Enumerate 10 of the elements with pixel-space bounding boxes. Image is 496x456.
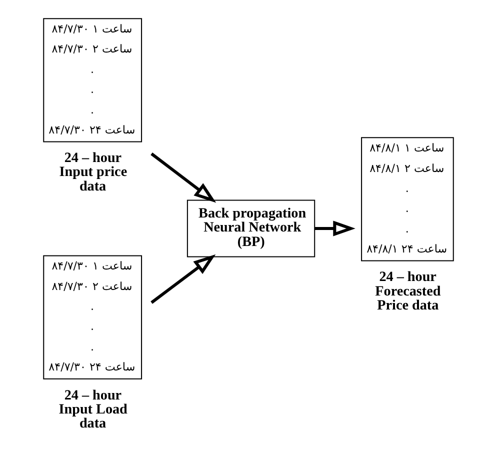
arrow bbox=[150, 254, 216, 304]
node-label: 24 – hour Forecasted Price data bbox=[375, 269, 441, 314]
node-box: ۸۴/۸/۱ ساعت ۱ ۸۴/۸/۱ ساعت ۲ . . . ۸۴/۸/۱ ساعت ۲۴ bbox=[361, 137, 454, 262]
node-box: Back propagation Neural Network (BP) bbox=[186, 200, 316, 258]
node-label: 24 – hour Input price data bbox=[59, 150, 128, 194]
node-box: ۸۴/۷/۳۰ ساعت ۱ ۸۴/۷/۳۰ ساعت ۲ . . . ۸۴/۷/۳۰ ساعت ۲۴ bbox=[43, 18, 142, 142]
node-label: 24 – hour Input Load data bbox=[58, 387, 128, 432]
node-box: ۸۴/۷/۳۰ ساعت ۱ ۸۴/۷/۳۰ ساعت ۲ . . . ۸۴/۷/۳۰ ساعت ۲۴ bbox=[43, 255, 142, 380]
arrow bbox=[314, 220, 356, 236]
arrow bbox=[150, 152, 216, 203]
